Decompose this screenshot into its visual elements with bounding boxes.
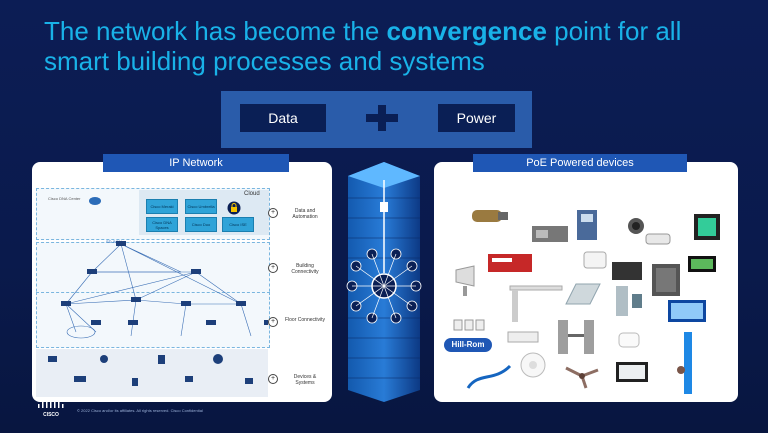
red-controller-icon — [488, 254, 532, 272]
devices-systems-toggle[interactable]: + — [268, 374, 278, 384]
sensor-modules-icon — [453, 319, 485, 331]
dna-center-label: Cisco DNA Center — [48, 196, 81, 201]
sdwan-label: SD-WAN — [106, 239, 123, 244]
end-devices-icons — [48, 354, 253, 386]
wireless-access-point-icon — [583, 251, 607, 269]
led-light-panel-icon — [565, 283, 601, 305]
data-label: Data — [240, 104, 326, 132]
data-automation-toggle[interactable]: + — [268, 208, 278, 218]
lock-icon — [227, 201, 241, 215]
barrier-gate-icon — [509, 285, 563, 322]
hillrom-logo: Hill-Rom — [444, 338, 492, 352]
meter-strip-icon — [507, 331, 539, 343]
door-controller-icon — [532, 226, 568, 242]
cloud-label: Cloud — [244, 191, 260, 197]
motor-actuator-icon — [472, 210, 508, 222]
access-panel-icon — [577, 210, 597, 240]
floor-connectivity-toggle[interactable]: + — [268, 317, 278, 327]
side-label-devices-systems: Devices & Systems — [293, 374, 317, 386]
green-display-icon — [688, 256, 716, 272]
ceiling-access-point-icon — [618, 332, 640, 348]
network-switch-small-icon — [612, 262, 642, 280]
poe-cable-icon — [466, 364, 512, 389]
poe-devices-heading: PoE Powered devices — [473, 154, 687, 172]
cloud-service-duo: Cisco Duo — [185, 217, 217, 232]
cloud-service-ise: Cisco ISE — [222, 217, 254, 232]
smart-display-icon — [694, 214, 720, 240]
ip-network-heading: IP Network — [103, 154, 289, 172]
kiosk-pillar-icon — [677, 332, 692, 394]
monitor-icon — [668, 300, 706, 322]
side-label-data-automation: Data and Automation — [292, 208, 318, 220]
dna-cloud-icon — [89, 197, 101, 205]
footer-copyright: © 2022 Cisco and/or its affiliates. All … — [77, 408, 203, 413]
slide-title: The network has become the convergence p… — [44, 16, 682, 76]
building-connectivity-toggle[interactable]: + — [268, 263, 278, 273]
svg-text:CISCO: CISCO — [43, 412, 59, 418]
cabinet-icon — [652, 264, 680, 296]
side-label-floor-connectivity: Floor Connectivity — [284, 317, 325, 323]
turnstile-icon — [558, 320, 594, 354]
side-label-building-connectivity: Building Connectivity — [291, 263, 319, 275]
cloud-service-spaces: Cisco DNA Spaces — [146, 217, 178, 232]
cisco-logo: CISCO — [38, 400, 64, 418]
cloud-service-umbrella: Cisco Umbrella — [185, 199, 217, 214]
horn-speaker-icon — [455, 265, 475, 296]
security-camera-icon — [628, 218, 671, 245]
cloud-service-meraki: Cisco Meraki — [146, 199, 178, 214]
plus-icon — [366, 105, 398, 131]
card-reader-icon — [616, 286, 642, 316]
thermostat-display-icon — [616, 362, 648, 382]
network-topology — [61, 241, 268, 339]
ceiling-speaker-icon — [520, 352, 546, 378]
power-label: Power — [438, 104, 515, 132]
devices-section — [36, 349, 268, 397]
smart-building-icon — [346, 162, 422, 402]
ceiling-fan-icon — [565, 366, 599, 389]
